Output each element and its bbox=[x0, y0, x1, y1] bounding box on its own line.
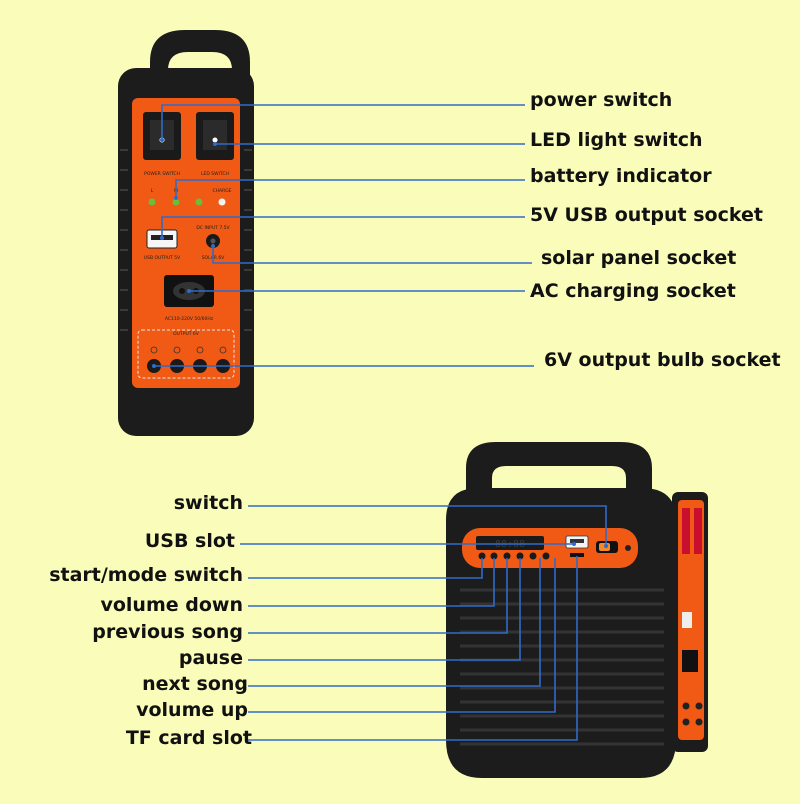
previous-song-button[interactable] bbox=[503, 552, 511, 560]
callout-start-mode-switch: start/mode switch bbox=[49, 564, 243, 586]
charge-led bbox=[218, 198, 226, 206]
charge-print: CHARGE bbox=[212, 188, 231, 194]
callout-battery-indicator: battery indicator bbox=[530, 165, 712, 187]
callout-previous-song: previous song bbox=[92, 621, 243, 643]
led-l-print: L bbox=[151, 188, 154, 194]
callout-tf-card-slot: TF card slot bbox=[125, 727, 252, 749]
start-mode-button[interactable] bbox=[478, 552, 486, 560]
top-device: POWER SWITCH LED SWITCH L M CHARGE USB O… bbox=[118, 30, 254, 436]
top-handle bbox=[150, 30, 250, 105]
dc-input-print: DC INPUT 7.5V bbox=[196, 225, 230, 231]
battery-led-l bbox=[148, 198, 156, 206]
top-leader-lines bbox=[154, 104, 534, 367]
usb-output-print: USB OUTPUT 5V bbox=[144, 255, 181, 261]
battery-led-h bbox=[195, 198, 203, 206]
lcd-display bbox=[476, 536, 544, 550]
callout-pause: pause bbox=[178, 647, 243, 669]
volume-up-button[interactable] bbox=[542, 552, 550, 560]
callout-bulb-socket: 6V output bulb socket bbox=[544, 349, 781, 371]
bottom-device: 88:88 bbox=[446, 442, 708, 778]
callout-volume-down: volume down bbox=[100, 594, 243, 616]
pause-button[interactable] bbox=[516, 552, 524, 560]
callout-usb-output-socket: 5V USB output socket bbox=[530, 204, 763, 226]
ac-rating-print: AC110-220V 50/60Hz bbox=[165, 316, 214, 322]
callout-volume-up: volume up bbox=[136, 699, 248, 721]
output-print: OUTPUT 6V bbox=[173, 331, 200, 337]
bottom-handle bbox=[466, 442, 652, 530]
top-orange-panel bbox=[132, 98, 240, 388]
callout-power-switch: power switch bbox=[530, 89, 673, 111]
bottom-leader-lines bbox=[240, 505, 607, 741]
power-switch-print: POWER SWITCH bbox=[144, 171, 180, 177]
battery-led-m bbox=[172, 198, 180, 206]
top-body-ribs bbox=[120, 149, 252, 331]
volume-down-button[interactable] bbox=[490, 552, 498, 560]
tf-card-slot[interactable] bbox=[570, 553, 584, 557]
bottom-grille-ribs bbox=[460, 588, 664, 746]
callout-solar-panel-socket: solar panel socket bbox=[541, 247, 737, 269]
callout-switch: switch bbox=[173, 492, 243, 514]
callout-next-song: next song bbox=[142, 673, 248, 695]
callout-led-light-switch: LED light switch bbox=[530, 129, 703, 151]
callout-usb-slot: USB slot bbox=[144, 530, 235, 552]
callout-ac-charging-socket: AC charging socket bbox=[530, 280, 736, 302]
led-switch-print: LED SWITCH bbox=[201, 171, 229, 177]
next-song-button[interactable] bbox=[529, 552, 537, 560]
